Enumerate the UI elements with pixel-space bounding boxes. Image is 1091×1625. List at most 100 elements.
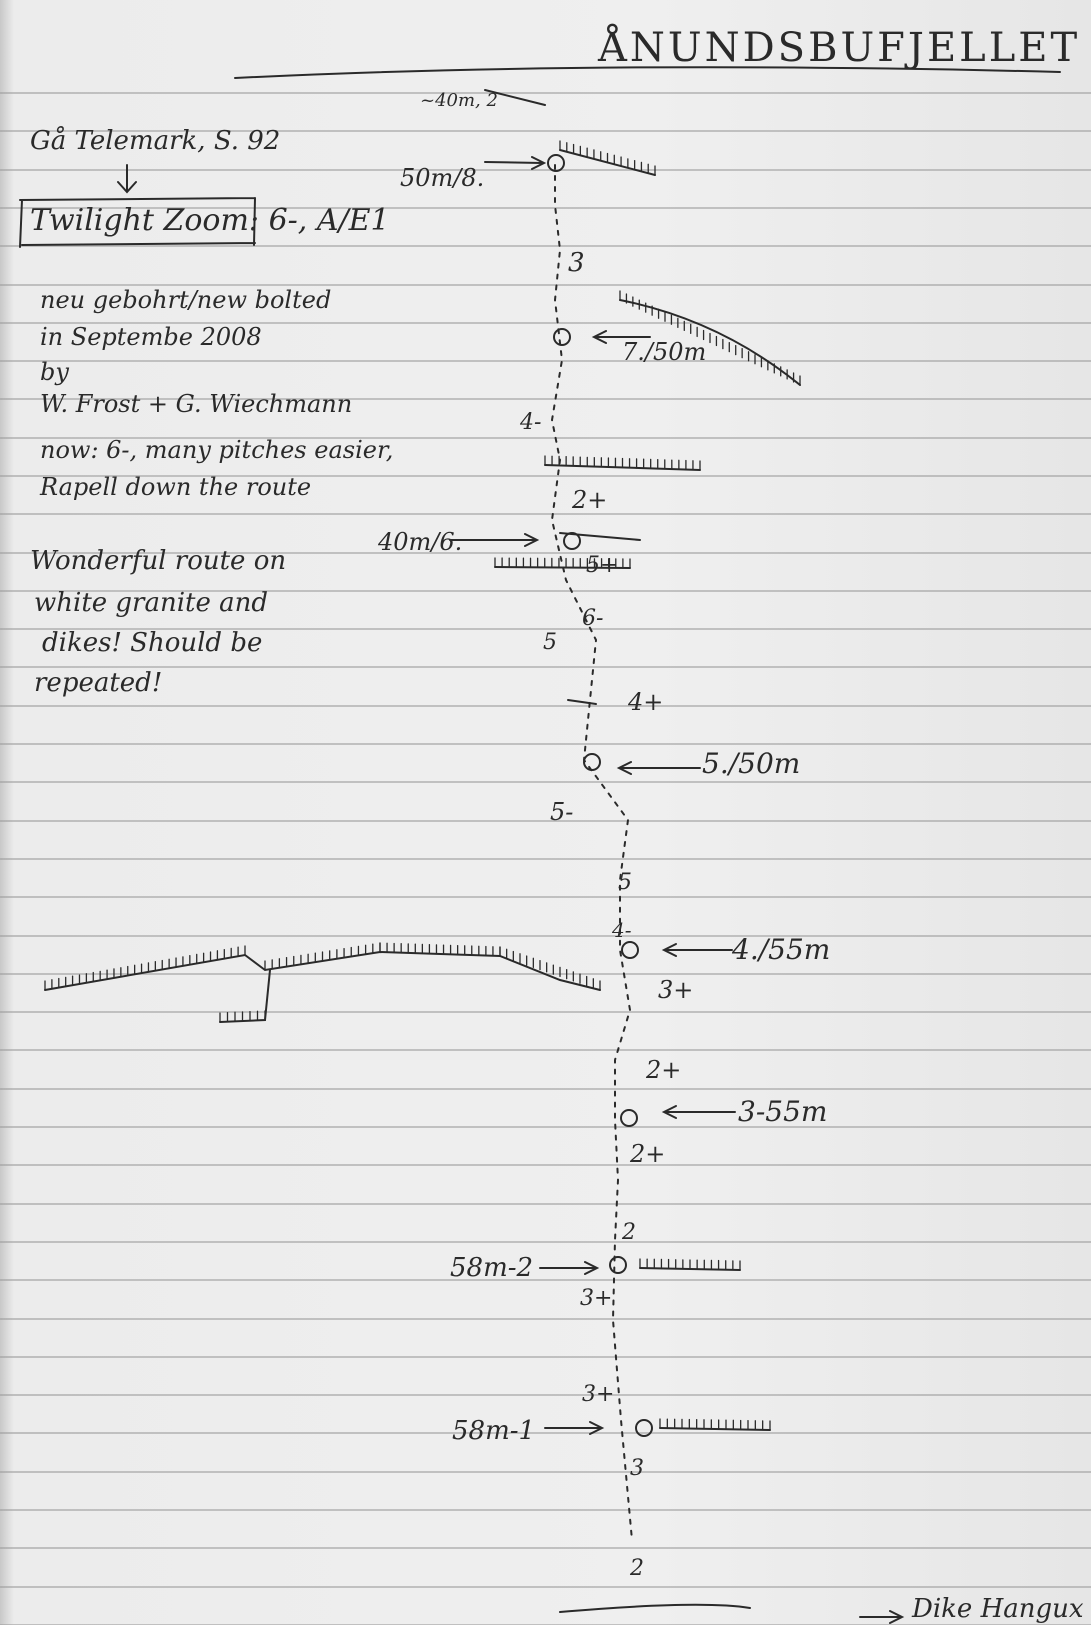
ruled-line: [0, 1471, 1091, 1473]
ruled-line: [0, 1509, 1091, 1511]
exit-note: Dike Hangux: [912, 1594, 1084, 1624]
pitch-grade: 3: [568, 248, 585, 278]
ruled-line: [0, 1088, 1091, 1090]
rebolted-note-3: by: [40, 358, 69, 386]
arrow-40m-6: [449, 533, 540, 547]
ruled-line: [0, 513, 1091, 515]
ruled-line: [0, 245, 1091, 247]
belay-circle: [635, 1419, 653, 1437]
current-grade-note: now: 6-, many pitches easier,: [40, 436, 394, 464]
rebolted-note-2: in Septembe 2008: [40, 323, 262, 351]
arrow-58m-2: [539, 1261, 600, 1275]
pitch-grade: 4-: [520, 410, 542, 435]
pitch-grade: 5+: [586, 553, 619, 578]
rebolted-note-4: W. Frost + G. Wiechmann: [40, 390, 353, 418]
ruled-line: [0, 1164, 1091, 1166]
pitch-grade: 3+: [582, 1382, 615, 1407]
ruled-line: [0, 1547, 1091, 1549]
arrow-4-55m: [661, 943, 733, 957]
pitch-grade: 2+: [646, 1056, 682, 1084]
belay-circle: [547, 154, 565, 172]
ledge-4: [567, 699, 597, 705]
ledge-1: [659, 1427, 771, 1431]
belay-circle: [621, 941, 639, 959]
belay-label: 5./50m: [702, 747, 801, 780]
ruled-line: [0, 935, 1091, 937]
comment-line-3: dikes! Should be: [42, 628, 263, 658]
ruled-line: [0, 92, 1091, 94]
arrow-guidebook: [117, 164, 137, 194]
ruled-line: [0, 475, 1091, 477]
ruled-line: [0, 743, 1091, 745]
ruled-line: [0, 1203, 1091, 1205]
ruled-line: [0, 896, 1091, 898]
title-underline: [234, 66, 1061, 79]
belay-circle: [583, 753, 601, 771]
pitch-grade: 5-: [550, 798, 574, 826]
belay-label: 7./50m: [622, 338, 707, 366]
comment-line-1: Wonderful route on: [30, 546, 287, 576]
ruled-line: [0, 169, 1091, 171]
ruled-line: [0, 1049, 1091, 1051]
ruled-line: [0, 322, 1091, 324]
ruled-line: [0, 590, 1091, 592]
route-name-box: [19, 197, 256, 248]
ruled-line: [0, 1356, 1091, 1358]
ruled-line: [0, 360, 1091, 362]
ruled-line: [0, 1126, 1091, 1128]
ruled-line: [0, 207, 1091, 209]
ruled-line: [0, 781, 1091, 783]
arrow-exit: [859, 1610, 905, 1624]
ruled-line: [0, 1241, 1091, 1243]
ruled-line: [0, 437, 1091, 439]
ruled-line: [0, 628, 1091, 630]
rappel-note: Rapell down the route: [40, 473, 312, 501]
guidebook-reference: Gå Telemark, S. 92: [30, 126, 281, 156]
rebolted-note-1: neu gebohrt/new bolted: [40, 286, 332, 314]
ruled-line: [0, 666, 1091, 668]
pitch-grade: 2: [630, 1556, 644, 1581]
exit-line: [559, 1603, 751, 1613]
ruled-line: [0, 284, 1091, 286]
pitch-grade: 2+: [572, 486, 608, 514]
belay-label: 4./55m: [732, 933, 831, 966]
pitch-grade: 3+: [580, 1286, 613, 1311]
comment-line-2: white granite and: [34, 588, 269, 618]
ledge-5: [494, 532, 641, 569]
ruled-line: [0, 705, 1091, 707]
arrow-58m-1: [544, 1421, 605, 1435]
top-note: ~40m, 2: [420, 90, 498, 111]
ruled-line: [0, 1586, 1091, 1588]
ruled-line: [0, 858, 1091, 860]
page-title: ÅNUNDSBUFJELLET: [598, 25, 1081, 71]
ruled-line: [0, 552, 1091, 554]
ruled-line: [0, 1318, 1091, 1320]
belay-circle: [620, 1109, 638, 1127]
belay-circle: [553, 328, 571, 346]
pitch-grade: 5: [543, 630, 557, 655]
pitch-grade: 6-: [582, 606, 604, 631]
pitch-grade: 2+: [630, 1140, 666, 1168]
pitch-grade: 3+: [658, 976, 694, 1004]
comment-line-4: repeated!: [34, 668, 163, 698]
route-line: [550, 164, 633, 1541]
belay-label: 50m/8.: [400, 164, 485, 192]
belay-label: 58m-1: [452, 1416, 536, 1446]
belay-label: 58m-2: [450, 1253, 534, 1283]
belay-circle: [563, 532, 581, 550]
belay-label: 40m/6.: [378, 528, 463, 556]
belay-label: 3-55m: [738, 1095, 828, 1128]
ruled-line: [0, 1279, 1091, 1281]
route-name: Twilight Zoom: 6-, A/E1: [30, 203, 390, 238]
pitch-grade: 5: [618, 870, 632, 895]
arrow-5-50m: [616, 761, 701, 775]
ruled-line: [0, 1011, 1091, 1013]
pitch-grade: 3: [630, 1456, 644, 1481]
pitch-grade: 2: [622, 1220, 636, 1245]
ruled-line: [0, 1432, 1091, 1434]
arrow-3-55m: [661, 1105, 736, 1119]
ruled-line: [0, 1394, 1091, 1396]
ruled-line: [0, 130, 1091, 132]
